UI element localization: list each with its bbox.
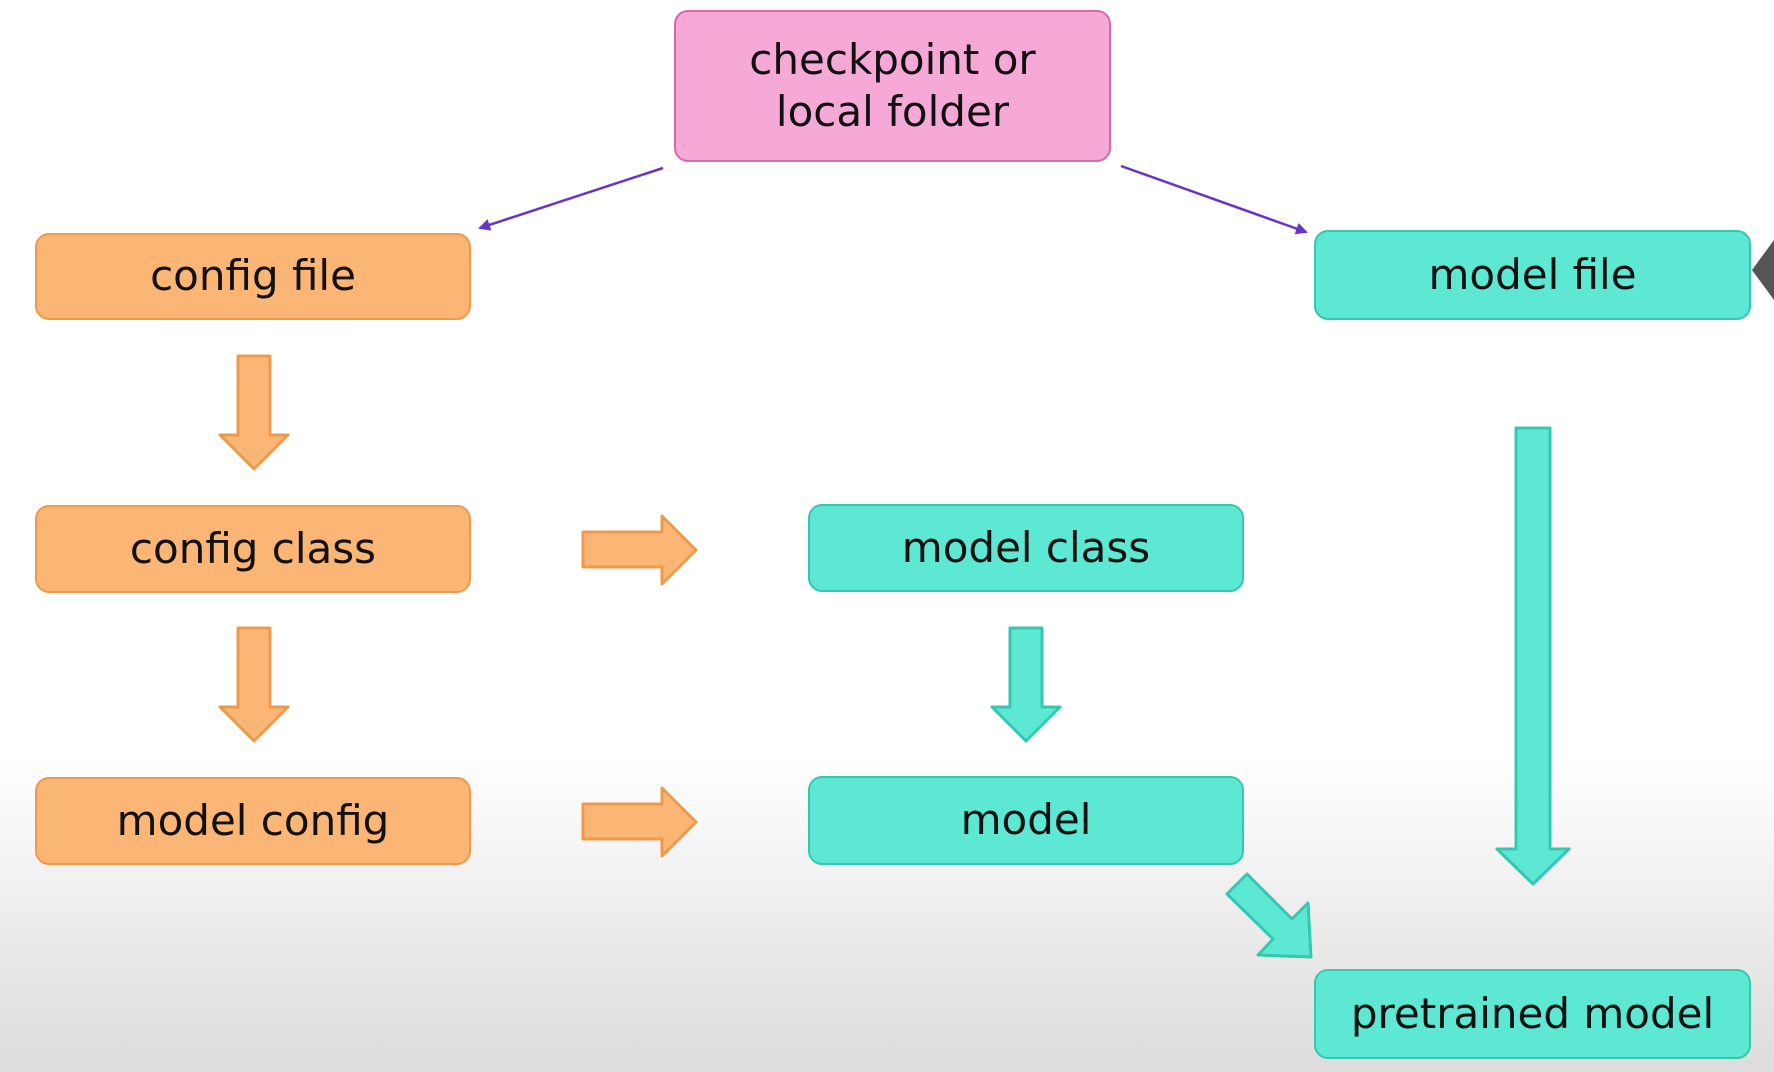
node-model-config: model config (35, 777, 471, 865)
node-model-file: model file (1314, 230, 1751, 320)
arrow-model-config-to-model (581, 786, 698, 858)
node-config-file: config file (35, 233, 471, 320)
node-pretrained-model: pretrained model (1314, 969, 1751, 1059)
arrow-config-file-to-config-class (218, 354, 290, 471)
node-config-class-label: config class (129, 523, 377, 573)
node-config-file-label: config file (150, 251, 356, 301)
arrow-model-file-to-pretrained-model (1495, 426, 1571, 886)
arrow-model-to-pretrained-model (1225, 872, 1313, 959)
node-model-class: model class (808, 504, 1244, 592)
node-model-class-label: model class (901, 522, 1151, 572)
cursor-arrow-icon (1752, 240, 1774, 300)
node-pretrained-model-label: pretrained model (1350, 988, 1715, 1038)
node-model-file-label: model file (1428, 249, 1637, 299)
arrow-model-class-to-model (990, 626, 1062, 743)
arrow-source-to-config-file (478, 166, 664, 231)
node-model: model (808, 776, 1244, 865)
node-source-label: checkpoint or local folder (749, 34, 1036, 137)
node-model-label: model (960, 795, 1092, 845)
arrow-source-to-model-file (1120, 164, 1308, 235)
node-source: checkpoint or local folder (674, 10, 1111, 162)
arrow-config-class-to-model-config (218, 626, 290, 743)
arrow-config-class-to-model-class (581, 514, 698, 586)
node-config-class: config class (35, 505, 471, 593)
node-model-config-label: model config (116, 795, 390, 845)
